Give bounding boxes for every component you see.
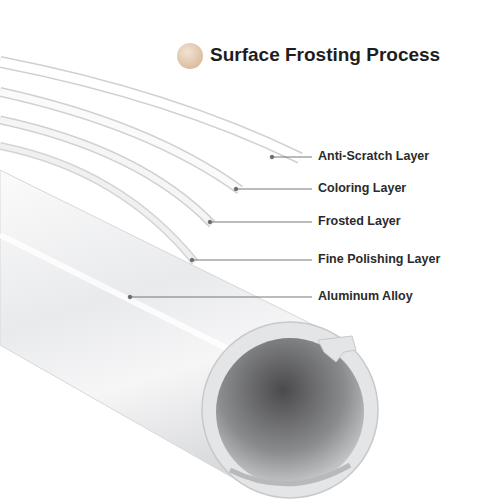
coloring-shell-face (0, 92, 240, 190)
leader-dot (270, 155, 274, 159)
layer-label: Aluminum Alloy (318, 289, 493, 304)
layer-label: Anti-Scratch Layer (318, 149, 493, 164)
layer-label: Coloring Layer (318, 181, 493, 196)
layer-label: Fine Polishing Layer (318, 252, 493, 267)
leader-line (236, 189, 312, 190)
title-dot (177, 43, 203, 69)
leader-line (130, 297, 312, 298)
leader-dot (128, 295, 132, 299)
profile-end (202, 322, 378, 498)
leader-dot (208, 220, 212, 224)
profile-slot (318, 336, 356, 362)
layer-label: Frosted Layer (318, 214, 493, 229)
leader-dot (234, 187, 238, 191)
leader-line (192, 260, 312, 261)
leader-line (272, 157, 312, 158)
profile-rib (230, 465, 350, 484)
diagram-title: Surface Frosting Process (210, 44, 490, 66)
leader-line (210, 222, 312, 223)
profile-hollow (216, 338, 364, 486)
coloring-shell (0, 92, 240, 190)
leader-dot (190, 258, 194, 262)
